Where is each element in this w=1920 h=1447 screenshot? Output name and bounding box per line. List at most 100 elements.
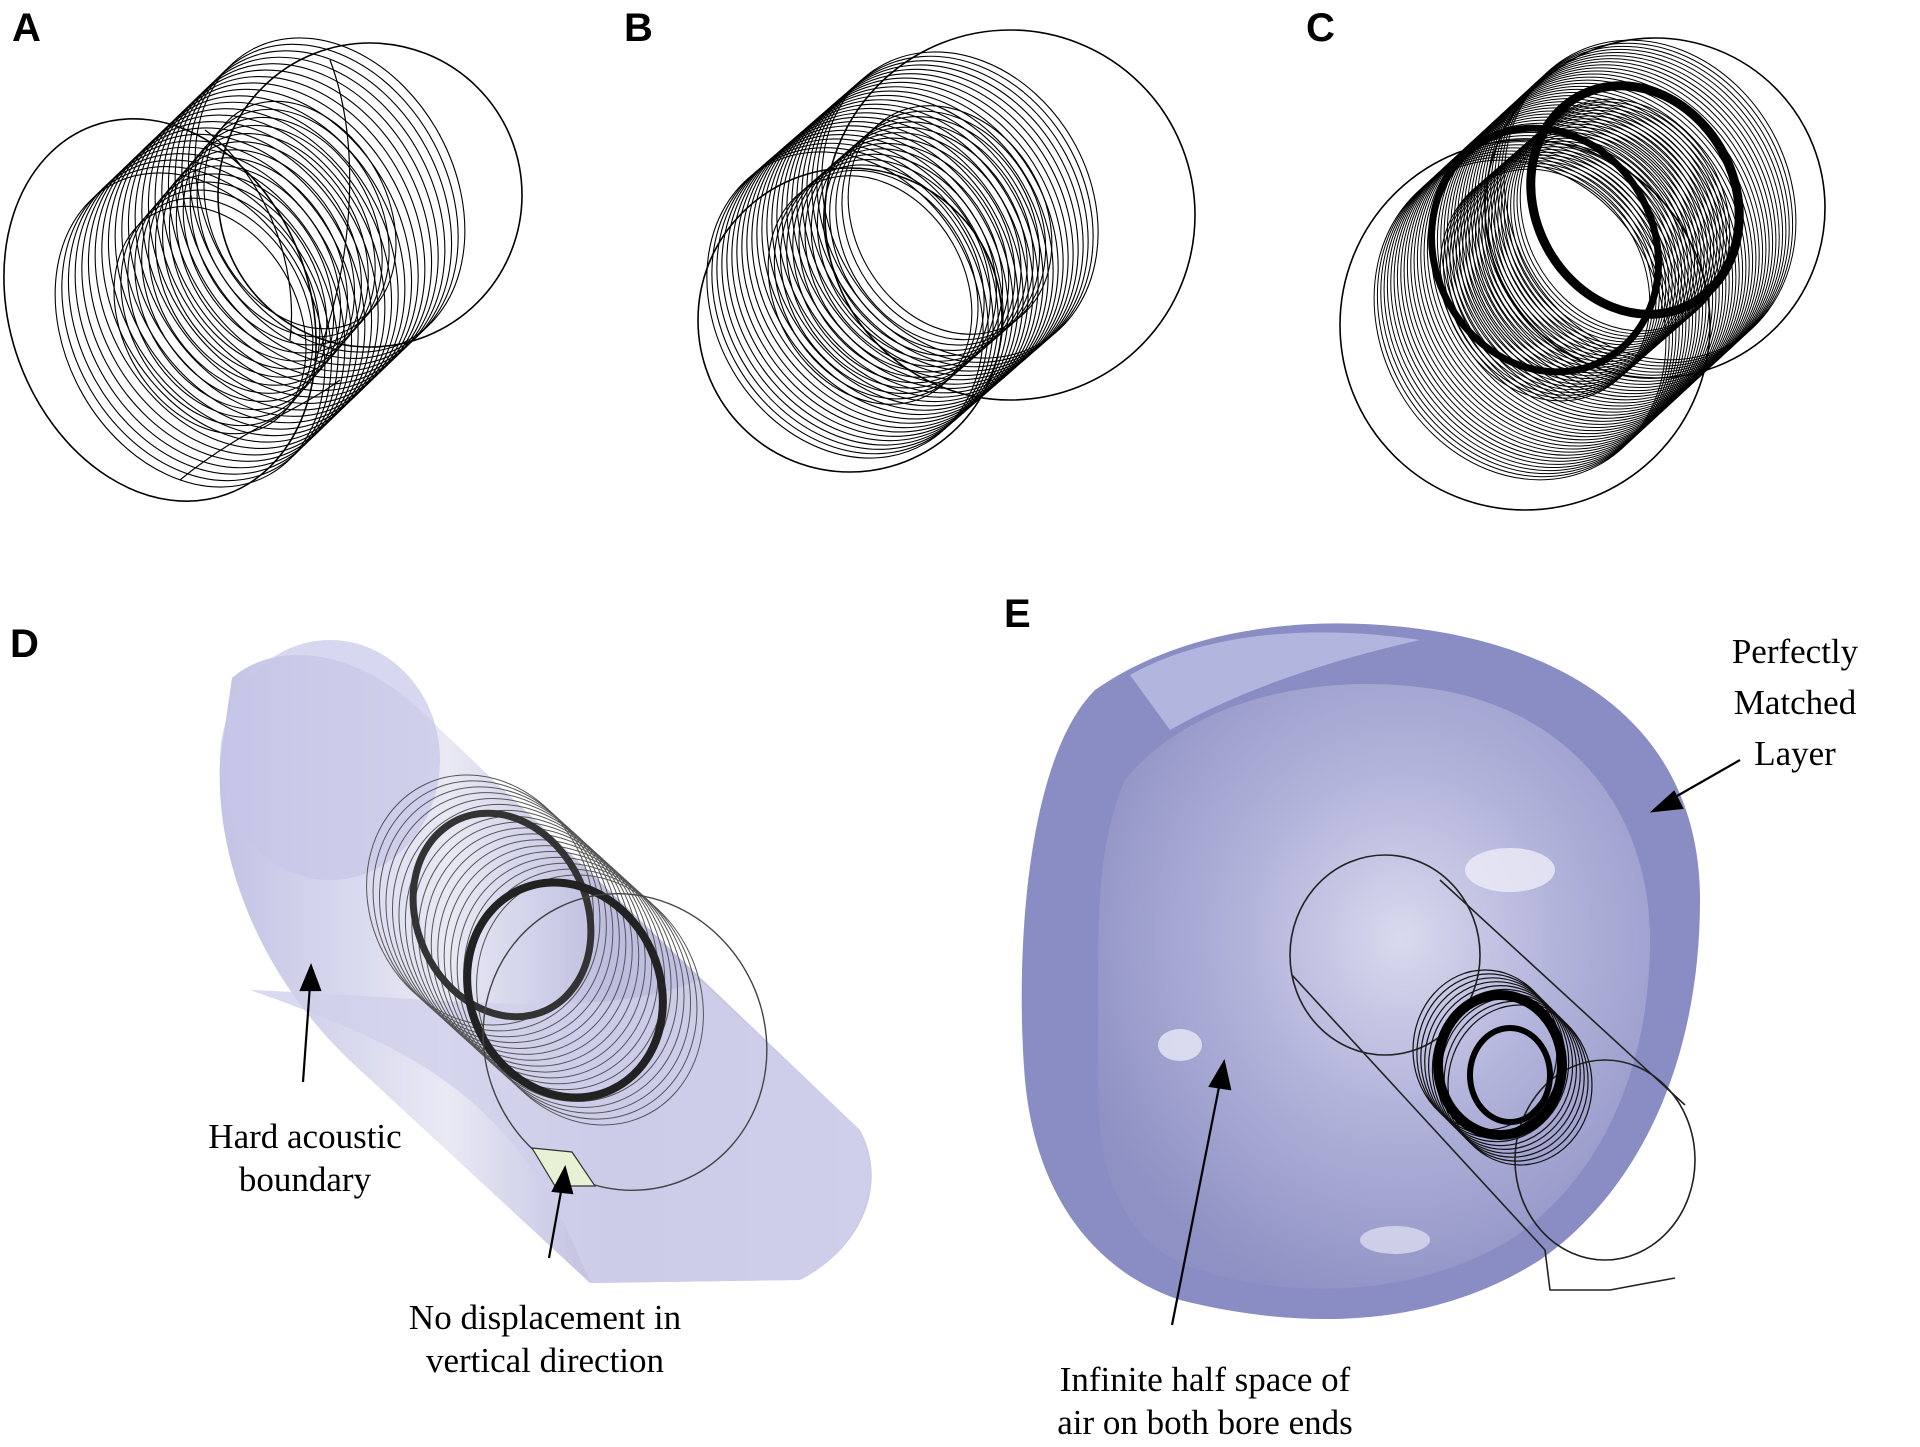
panel-b-coil-ring [791,77,1069,385]
panel-e-pml-top-highlight [1130,632,1420,730]
panel-d-inner-coil [366,774,768,1191]
panel-e-coil-ring [1447,1004,1593,1166]
panel-c-coil-winding-lines [1373,39,1797,481]
panel-c-coil-ring [1466,73,1760,395]
arrowhead-air [1208,1059,1232,1091]
panel-d-coil-ring [391,798,620,1049]
annotation-arrows [299,759,1741,1326]
panel-b-inner-coil-ring [767,175,973,405]
panel-b-inner-coil-ring [773,169,979,400]
panel-c-dense-ring-back [1526,81,1744,319]
panel-d-coil-ring [450,851,679,1102]
panel-c-coil-ring [1453,85,1747,407]
label-nodisp-line-1: No displacement in [408,1298,682,1337]
label-pml-line-1: Perfectly [1731,632,1859,671]
panel-d-coil-ring [417,821,646,1073]
panel-b-inner-coil-ring [823,126,1028,357]
panel-c-coil-ring [1493,48,1787,370]
panel-b-inner-coil-ring [841,110,1047,341]
panel-a-coil-winding-lines [54,37,466,488]
panel-a-coil-ring [167,63,439,379]
panel-d-cylinder-back-end [220,640,440,880]
panel-e-highlight-2 [1158,1029,1202,1061]
panel-d-coil-ring [372,780,601,1032]
panel-e-bore-bottom-cut [1544,1249,1676,1291]
panel-e-coil-ring-dark [1433,990,1567,1140]
panel-a-outer-boundary-back [217,42,523,348]
panel-b-inner-coil-ring [829,121,1034,352]
label-nodisp-line-2: vertical direction [425,1341,665,1380]
panel-c-dense-ring-front [1428,124,1662,376]
panel-e-coil-ring [1431,988,1578,1151]
panel-a-inner-coil-ring [161,149,356,378]
panel-b-inner-coil-ring [792,153,997,384]
panel-b-coil-ring [746,116,1024,424]
panel-d-coil-ring [385,792,614,1044]
panel-c-coil-ring [1436,101,1730,422]
arrowhead-hard-boundary [299,963,322,992]
panel-a-inner-coil-ring [113,205,307,435]
panel-a-inner-coil-ring [168,141,362,370]
panel-b-inner-coil-ring [804,142,1010,373]
panel-a-outer-boundary-front [3,118,317,502]
panel-c-coil-ring [1373,159,1667,481]
panel-e-pml-hemisphere [1021,623,1700,1320]
panel-d-coil-ring [411,815,640,1067]
panel-e-coil-ring [1427,984,1574,1147]
panel-a-inner-coil-ring [148,165,342,394]
label-hard-line-1: Hard acoustic [208,1117,402,1156]
panel-b-coil-ring [786,81,1064,390]
arrow-no-displacement [547,1185,564,1259]
panel-e-coil-ring [1424,981,1570,1143]
panel-a-coil-ring [67,159,339,475]
panel-a-inner-coil-ring [196,108,390,338]
panel-b-coil-ring [806,64,1084,372]
label-air-line-2: air on both bore ends [1057,1403,1353,1442]
panel-b-coil-ring [801,68,1079,377]
panel-d-coil-ring [378,786,607,1038]
panel-label-b: B [624,6,653,50]
label-pml-line-2: Matched [1733,683,1857,722]
panel-d-domain-circle [482,893,768,1191]
arrow-pml [1669,759,1741,801]
panel-c-inner-coil-ring [1516,101,1728,335]
panel-b-coil-ring [821,51,1099,359]
panel-b-coil-ring [751,112,1029,420]
label-perfectly-matched-layer: Perfectly Matched Layer [1700,626,1890,779]
panel-d-coil-ring [456,856,685,1108]
panel-a-inner-coil-ring [120,197,314,427]
panel-d-coil-ring [424,827,653,1079]
arrow-air [1170,1081,1222,1326]
panel-b-inner-coil-ring [816,132,1022,362]
panel-b-inner-coil-ring [798,148,1004,378]
panel-a-coil-ring [147,82,419,398]
panel-c-coil-ring [1443,95,1737,416]
panel-d-acoustic-cylinder [219,640,872,1283]
panel-a-inner-coil-ring [141,173,335,402]
panel-c-coil-ring [1423,113,1717,435]
label-hard-line-2: boundary [238,1160,372,1199]
panel-e-highlight-3 [1360,1226,1430,1254]
label-no-displacement: No displacement in vertical direction [370,1296,720,1382]
panel-b-coil-winding-lines [706,51,1099,459]
panel-a-coil-ring [194,37,466,353]
arrowhead-pml [1649,790,1684,813]
panel-c-inner-coil-ring [1519,98,1731,332]
panel-d-constraint-patch [530,1147,597,1187]
panel-a-inner-coil-ring [127,189,321,419]
panel-b-coil-ring [796,73,1074,381]
panel-a-coil-ring [161,69,433,385]
panel-label-d: D [10,622,39,666]
panel-b-outer-boundary-back [824,29,1196,401]
panel-e-bore-wireframe [1289,854,1696,1291]
panel-e-bore-side-top [1439,879,1686,1106]
panel-c-coil-ring [1456,82,1750,404]
panel-a-coil-ring [141,88,413,405]
panel-c-inner-coil-ring [1513,104,1724,337]
panel-c-coil-ring [1496,45,1790,367]
panel-c-coil-ring [1473,67,1767,389]
panel-b-inner-coil-ring [847,105,1053,335]
panel-e-bore-end-front [1514,1059,1696,1261]
panel-e-bore-side-bottom [1291,974,1546,1251]
